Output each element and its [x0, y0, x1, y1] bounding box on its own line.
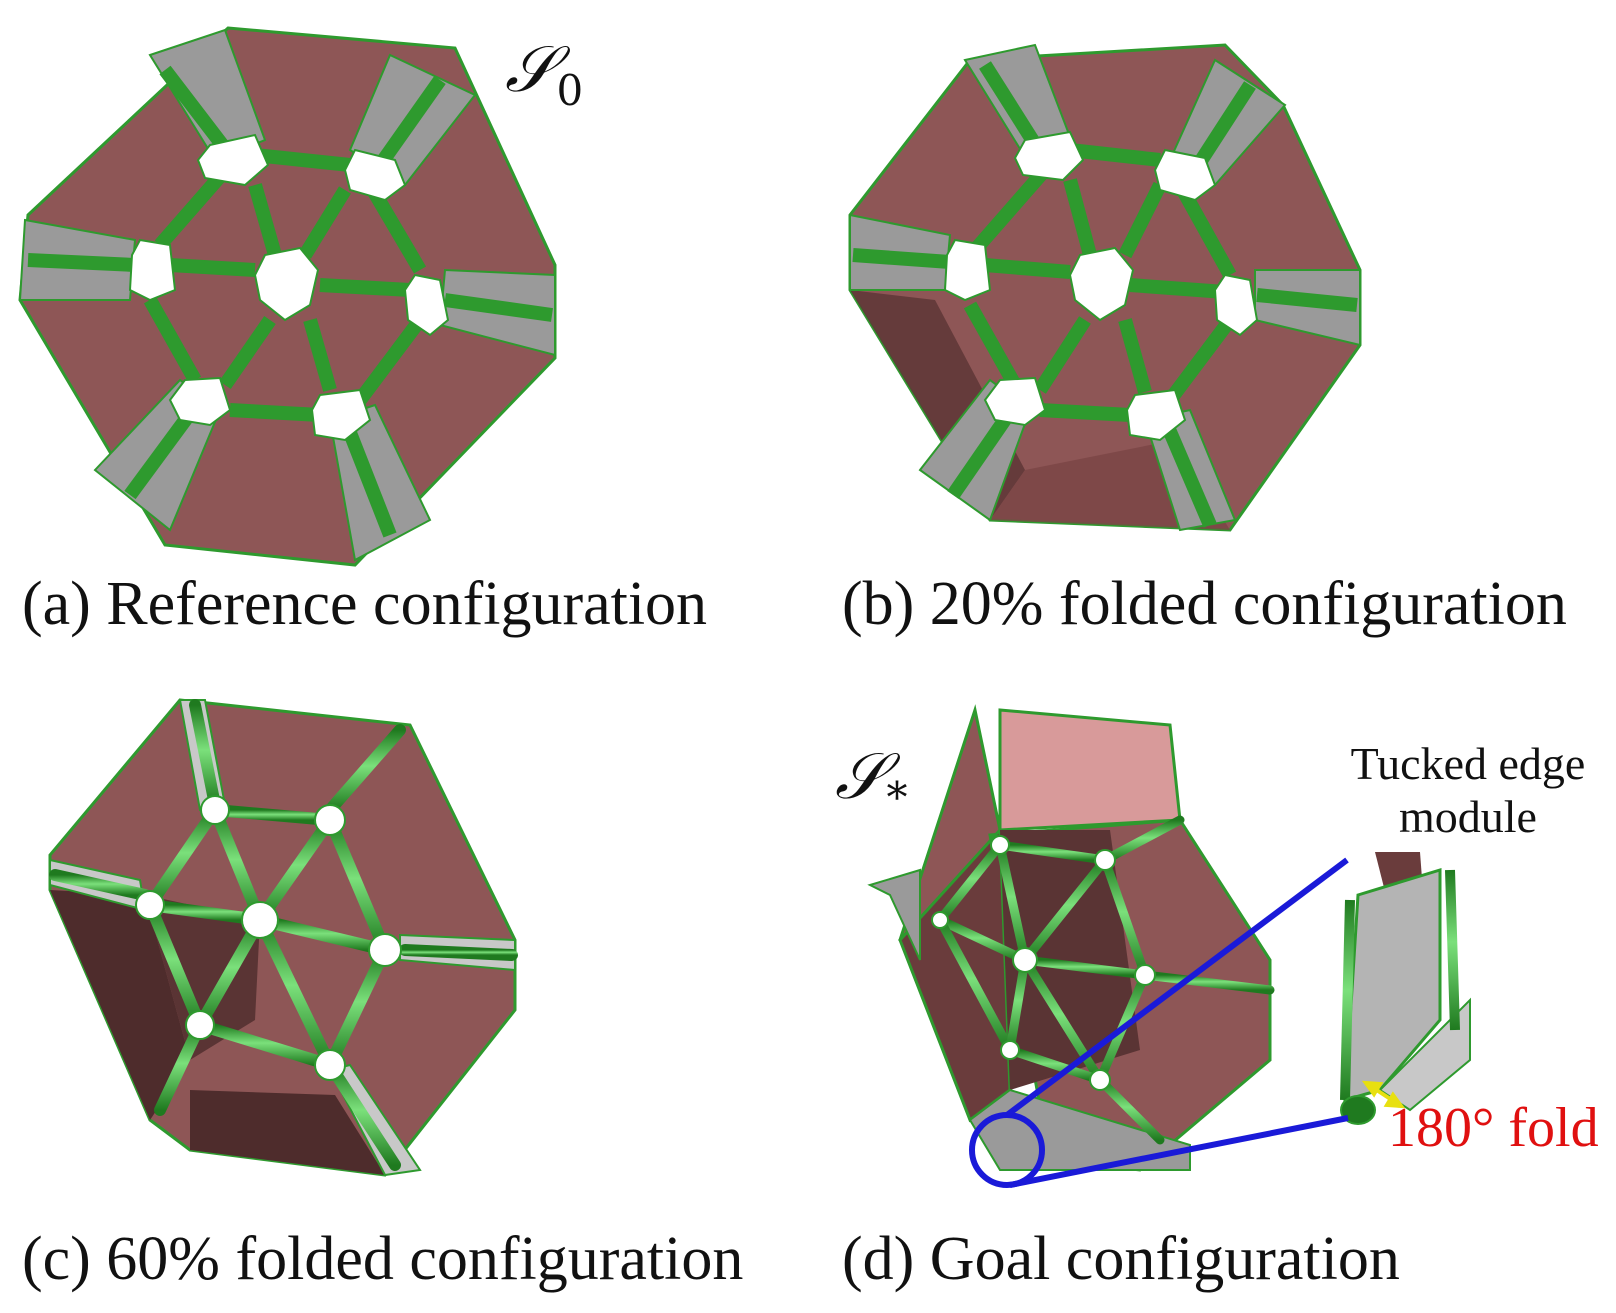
inset-label-line1: Tucked edge: [1350, 738, 1586, 789]
panel-d-symbol-sub: *: [886, 773, 908, 822]
panel-a-symbol: 𝒮0: [505, 38, 583, 112]
panel-b-model: [848, 43, 1362, 532]
panel-d-callout: [969, 857, 1349, 1188]
panel-d-bottom-flap: [968, 1088, 1191, 1171]
panel-c-creases: [49, 699, 518, 1171]
panel-d-inner-dark: [1000, 830, 1140, 1090]
panel-c-shade-center: [145, 895, 260, 1060]
panel-d-back-panel: [998, 708, 1182, 832]
panel-d-holes: [931, 835, 1156, 1091]
panel-d-symbol-letter: 𝒮: [835, 740, 885, 814]
panel-d-creases: [935, 815, 1275, 1145]
panel-a-symbol-letter: 𝒮: [505, 33, 555, 107]
panel-d-inset: [1318, 850, 1471, 1135]
inset-fold-end: [1340, 1095, 1376, 1125]
panel-a-creases: [27, 65, 553, 538]
inset-tube: [1340, 899, 1355, 1101]
caption-d: (d) Goal configuration: [842, 1225, 1400, 1293]
panel-c-model: [48, 698, 518, 1177]
callout-line-top: [1005, 857, 1349, 1118]
panel-a-model: [18, 26, 557, 567]
panel-a-symbol-sub: 0: [556, 66, 584, 115]
panel-c-holes: [135, 795, 402, 1081]
fold-label: 180° fold: [1388, 1097, 1599, 1159]
panel-b-holes: [943, 130, 1259, 442]
inset-tube-right: [1445, 869, 1460, 1031]
inset-label-line2: module: [1399, 790, 1537, 842]
fold-width-arrow: [1361, 1080, 1406, 1109]
panel-d-model: [867, 704, 1275, 1172]
panel-d-symbol: 𝒮*: [835, 745, 908, 819]
panel-d-left-gray-flap: [867, 868, 921, 961]
panel-c-shade-bottom: [190, 1090, 385, 1175]
caption-b: (b) 20% folded configuration: [842, 570, 1567, 638]
callout-line-bottom: [1009, 1115, 1349, 1188]
panel-a-holes: [128, 133, 450, 442]
caption-a: (a) Reference configuration: [22, 570, 708, 638]
caption-c: (c) 60% folded configuration: [22, 1225, 744, 1293]
panel-c-shade-left: [50, 890, 190, 1120]
inset-label: Tucked edge module: [1338, 738, 1598, 844]
